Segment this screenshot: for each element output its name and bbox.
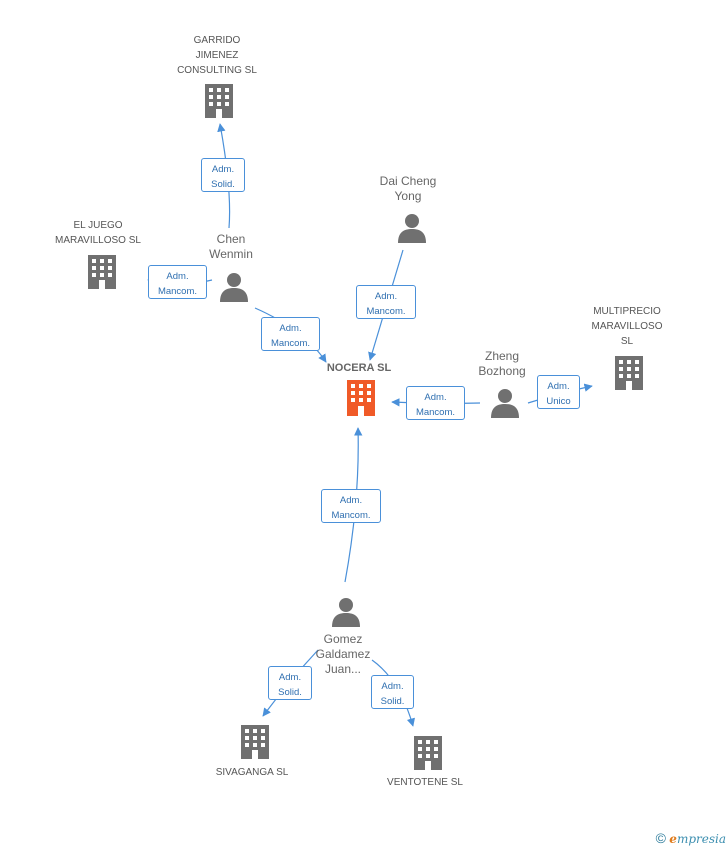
relation-badge-gomez-ventotene[interactable]: Adm. Solid. [371,675,414,709]
relation-badge-zheng-nocera[interactable]: Adm. Mancom. [406,386,465,420]
building-icon[interactable] [204,84,234,118]
relation-badge-dai-nocera[interactable]: Adm. Mancom. [356,285,416,319]
person-icon[interactable] [219,272,249,302]
person-icon[interactable] [490,388,520,418]
node-label-dai: Dai Cheng Yong [379,174,437,203]
relation-badge-zheng-multiprecio[interactable]: Adm. Unico [537,375,580,409]
watermark-logo: © empresia [656,830,726,846]
relation-badge-gomez-sivaganga[interactable]: Adm. Solid. [268,666,312,700]
relation-badge-chen-eljuego[interactable]: Adm. Mancom. [148,265,207,299]
node-label-garrido: GARRIDO JIMENEZ CONSULTING SL [177,35,257,76]
node-label-sivaganga: SIVAGANGA SL [215,767,289,778]
building-icon[interactable] [614,356,644,390]
relation-badge-gomez-nocera[interactable]: Adm. Mancom. [321,489,381,523]
brand-name: mpresia [676,832,726,846]
relation-badge-chen-nocera[interactable]: Adm. Mancom. [261,317,320,351]
building-icon[interactable] [240,725,270,759]
node-label-chen: Chen Wenmin [209,232,253,261]
copyright-symbol: © [655,830,666,846]
node-label-nocera: NOCERA SL [326,362,392,374]
building-icon[interactable] [413,736,443,770]
brand-letter: e [669,832,677,846]
node-label-zheng: Zheng Bozhong [478,349,526,378]
node-label-el-juego: EL JUEGO MARAVILLOSO SL [55,220,141,246]
node-label-gomez: Gomez Galdamez Juan... [315,632,371,676]
node-label-ventotene: VENTOTENE SL [387,777,463,788]
node-label-multiprecio: MULTIPRECIO MARAVILLOSO SL [591,306,663,347]
relation-badge-chen-garrido[interactable]: Adm. Solid. [201,158,245,192]
main-building-icon[interactable] [346,380,376,416]
building-icon[interactable] [87,255,117,289]
person-icon[interactable] [397,213,427,243]
person-icon[interactable] [331,597,361,627]
